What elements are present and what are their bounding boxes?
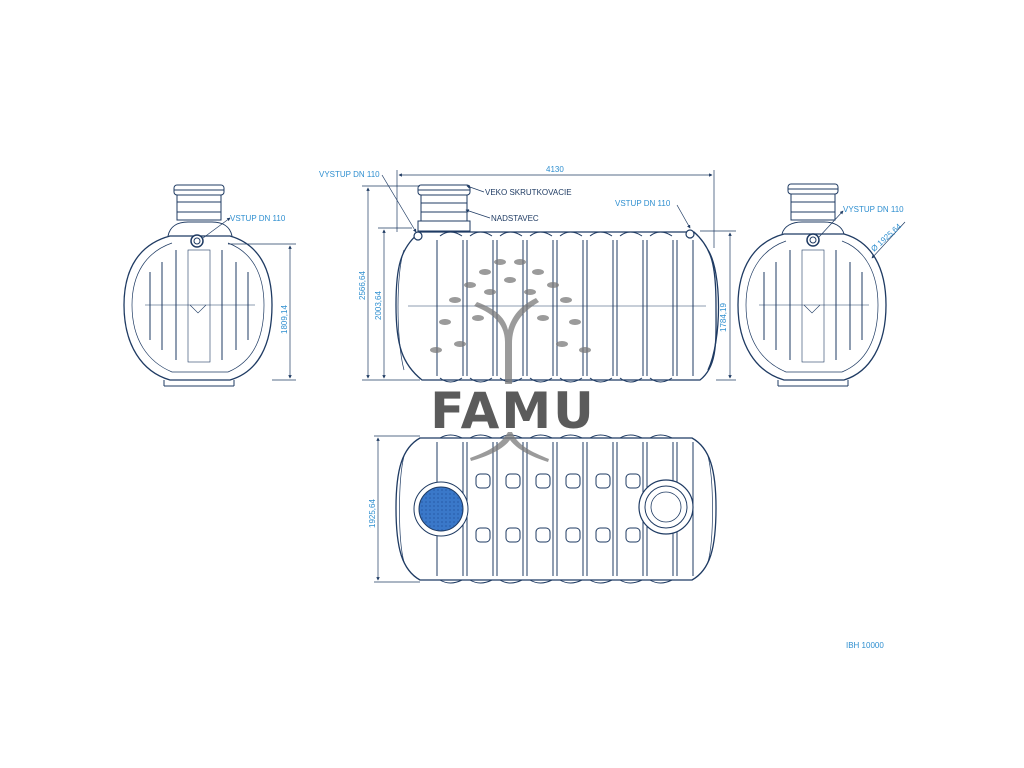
dimension-height-total bbox=[362, 185, 420, 381]
dimension-height-body-value: 2003,64 bbox=[374, 291, 383, 320]
dimension-height-total-value: 2566,64 bbox=[358, 271, 367, 300]
vstup-front-label: VSTUP DN 110 bbox=[615, 199, 671, 208]
watermark-wordmark: FAMU bbox=[430, 382, 595, 440]
dimension-width-top bbox=[374, 435, 420, 583]
model-label: IBH 10000 bbox=[846, 641, 884, 650]
vystup-right-port-icon bbox=[806, 233, 820, 247]
dimension-length bbox=[396, 170, 715, 248]
dimension-width-top-value: 1925,64 bbox=[368, 499, 377, 528]
dimension-height-left-value: 1809,14 bbox=[280, 305, 289, 334]
outlet-opening-icon bbox=[638, 479, 694, 535]
right-end-view bbox=[737, 183, 887, 387]
left-end-view bbox=[123, 184, 273, 387]
vstup-left-port-icon bbox=[190, 234, 204, 248]
nadstavec-label: NADSTAVEC bbox=[491, 214, 539, 223]
dimension-height-left bbox=[228, 243, 296, 381]
vstup-left-label: VSTUP DN 110 bbox=[230, 214, 286, 223]
dimension-diameter-value: Ø 1925,64 bbox=[869, 221, 903, 253]
tree-icon bbox=[430, 259, 591, 462]
vystup-front-label: VYSTUP DN 110 bbox=[319, 170, 380, 179]
diameter-leader bbox=[871, 221, 906, 259]
dimension-length-value: 4130 bbox=[546, 165, 564, 174]
dimension-height-right-value: 1784,19 bbox=[719, 303, 728, 332]
front-view bbox=[395, 184, 720, 383]
dimension-height-body bbox=[378, 227, 412, 379]
veko-label: VEKO SKRUTKOVACIE bbox=[485, 188, 572, 197]
vystup-right-label: VYSTUP DN 110 bbox=[843, 205, 904, 214]
dimension-height-right bbox=[700, 230, 736, 381]
